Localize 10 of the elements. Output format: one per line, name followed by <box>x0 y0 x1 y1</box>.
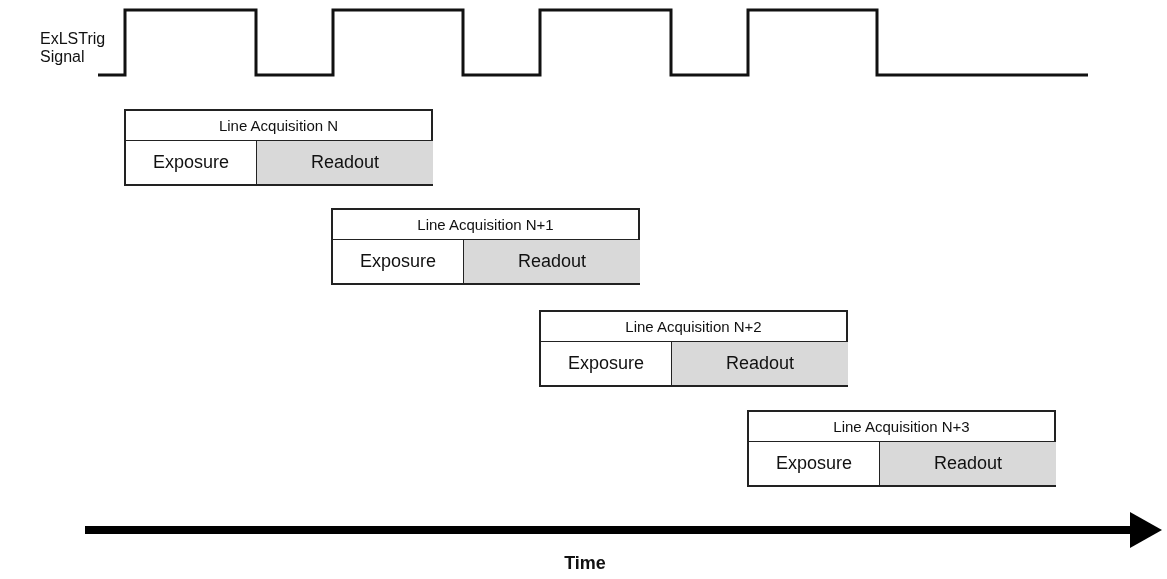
acquisition-box <box>331 208 640 285</box>
phase-box: Readout <box>880 442 1056 485</box>
axis-label: Time <box>563 553 607 574</box>
signal-label: ExLSTrig Signal <box>40 30 107 66</box>
acquisition-box <box>124 109 433 186</box>
acquisition-box <box>747 410 1056 487</box>
phase-box: Readout <box>672 342 848 385</box>
acquisition-box <box>539 310 848 387</box>
phase-box: Readout <box>257 141 433 184</box>
phase-box: Readout <box>464 240 640 283</box>
